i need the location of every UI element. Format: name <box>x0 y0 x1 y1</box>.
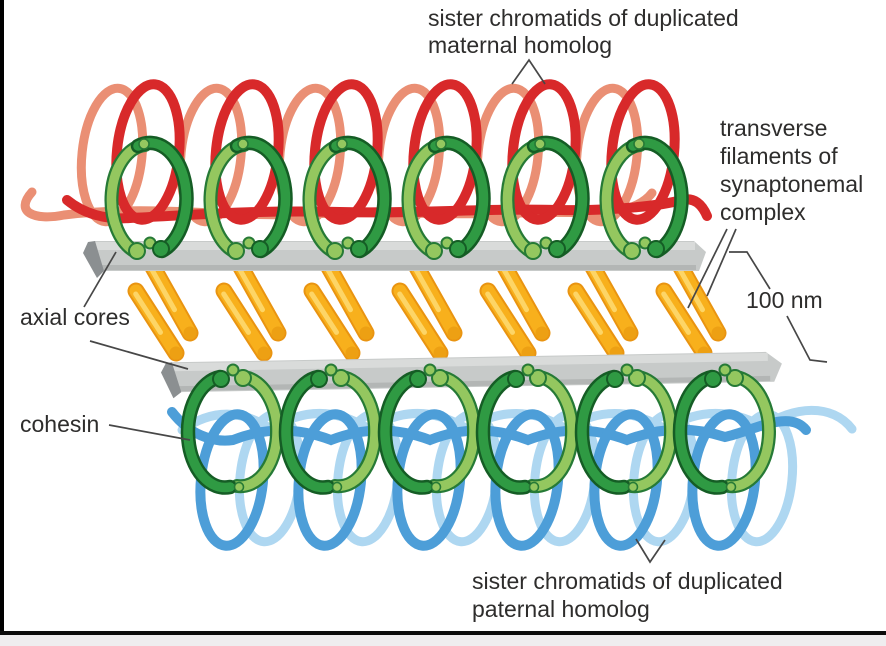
page-bottom-margin <box>0 635 886 646</box>
label-scale-100nm: 100 nm <box>746 287 823 314</box>
transverse-filaments <box>136 262 725 360</box>
leader-cohesin <box>109 425 190 440</box>
label-paternal-chromatids: sister chromatids of duplicated paternal… <box>472 567 783 623</box>
label-line: sister chromatids of duplicated <box>428 5 739 32</box>
leader-maternal-fork <box>512 60 545 84</box>
label-line: synaptonemal <box>720 170 863 198</box>
label-cohesin: cohesin <box>20 411 99 438</box>
label-transverse-filaments: transverse filaments of synaptonemal com… <box>720 114 863 226</box>
label-maternal-chromatids: sister chromatids of duplicated maternal… <box>428 5 739 59</box>
leader-scale-top <box>729 252 770 289</box>
label-line: complex <box>720 198 863 226</box>
label-line: transverse <box>720 114 863 142</box>
label-line: filaments of <box>720 142 863 170</box>
label-line: maternal homolog <box>428 32 739 59</box>
leader-scale-bottom <box>787 316 827 362</box>
label-line: paternal homolog <box>472 595 783 623</box>
label-axial-cores: axial cores <box>20 304 130 331</box>
page-left-border <box>0 0 4 634</box>
label-line: sister chromatids of duplicated <box>472 567 783 595</box>
